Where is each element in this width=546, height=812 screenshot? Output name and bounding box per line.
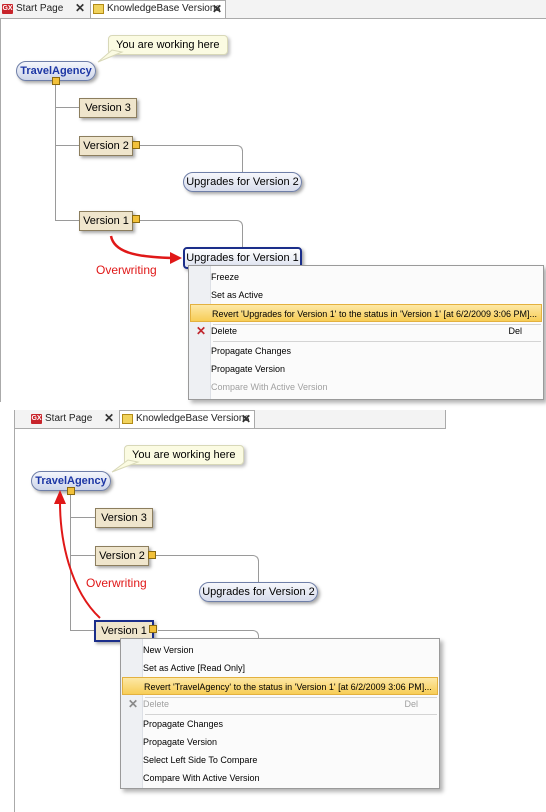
tab-start-page[interactable]: GX Start Page	[31, 413, 93, 424]
close-tab-icon[interactable]: ✕	[74, 1, 86, 15]
menu-item-delete[interactable]: ✕ Delete Del	[128, 697, 418, 711]
collapse-toggle-icon[interactable]	[149, 625, 157, 633]
tree-connector	[70, 517, 95, 556]
working-here-callout: You are working here	[108, 35, 228, 55]
collapse-toggle-icon[interactable]	[52, 77, 60, 85]
gx-logo-icon: GX	[31, 414, 42, 424]
menu-item-freeze[interactable]: Freeze	[211, 272, 240, 282]
document-tab-bar: GX Start Page ✕ KnowledgeBase Versions ✕	[14, 410, 446, 429]
callout-pointer	[97, 49, 124, 63]
menu-item-set-as-active[interactable]: Set as Active	[211, 290, 264, 300]
tree-connector	[55, 79, 80, 108]
menu-icon-gutter	[121, 639, 143, 788]
kb-versions-panel-1: GX Start Page ✕ KnowledgeBase Versions ✕…	[0, 0, 546, 402]
tree-connector	[70, 555, 95, 631]
kb-versions-icon	[93, 4, 104, 14]
menu-item-revert[interactable]: Revert 'Upgrades for Version 1' to the s…	[190, 304, 542, 322]
context-menu: New Version Set as Active [Read Only] Re…	[120, 638, 440, 789]
menu-separator	[145, 714, 437, 715]
collapse-toggle-icon[interactable]	[132, 141, 140, 149]
node-version-2[interactable]: Version 2	[79, 136, 133, 156]
kb-versions-panel-2: GX Start Page ✕ KnowledgeBase Versions ✕…	[0, 410, 546, 812]
menu-item-propagate-changes[interactable]: Propagate Changes	[211, 346, 292, 356]
overwriting-label: Overwriting	[86, 576, 147, 590]
menu-item-compare-active[interactable]: Compare With Active Version	[211, 382, 328, 392]
tree-connector	[158, 630, 259, 639]
menu-item-propagate-changes[interactable]: Propagate Changes	[143, 719, 224, 729]
close-tab-icon[interactable]: ✕	[240, 412, 252, 426]
tree-connector	[70, 489, 95, 518]
tree-connector	[140, 145, 243, 182]
menu-item-propagate-version[interactable]: Propagate Version	[211, 364, 286, 374]
document-tab-bar: GX Start Page ✕ KnowledgeBase Versions ✕	[0, 0, 546, 19]
panel-border	[0, 18, 1, 402]
menu-separator	[145, 697, 437, 698]
close-tab-icon[interactable]: ✕	[103, 411, 115, 425]
collapse-toggle-icon[interactable]	[132, 215, 140, 223]
tab-knowledgebase-versions[interactable]: KnowledgeBase Versions ✕	[90, 0, 226, 18]
tree-connector	[55, 107, 80, 146]
menu-item-revert[interactable]: Revert 'TravelAgency' to the status in '…	[122, 677, 438, 695]
working-here-callout: You are working here	[124, 445, 244, 465]
tree-connector	[140, 220, 243, 248]
menu-separator	[213, 341, 541, 342]
tree-connector	[156, 555, 259, 592]
red-x-icon: ✕	[196, 324, 207, 338]
node-upgrades-version-2[interactable]: Upgrades for Version 2	[183, 172, 302, 192]
tree-connector	[55, 145, 80, 221]
kb-versions-icon	[122, 414, 133, 424]
callout-pointer	[111, 459, 140, 473]
collapse-toggle-icon[interactable]	[148, 551, 156, 559]
menu-separator	[213, 324, 541, 325]
tab-knowledgebase-versions[interactable]: KnowledgeBase Versions ✕	[119, 410, 255, 428]
node-upgrades-version-2[interactable]: Upgrades for Version 2	[199, 582, 318, 602]
menu-item-compare-active[interactable]: Compare With Active Version	[143, 773, 260, 783]
gx-logo-icon: GX	[2, 4, 13, 14]
overwriting-label: Overwriting	[96, 263, 157, 277]
menu-icon-gutter	[189, 266, 211, 399]
tab-start-page[interactable]: GX Start Page	[2, 3, 64, 14]
overwriting-arrow	[54, 490, 101, 619]
menu-item-new-version[interactable]: New Version	[143, 645, 194, 655]
menu-item-select-left-compare[interactable]: Select Left Side To Compare	[143, 755, 258, 765]
overwriting-arrow	[109, 235, 182, 264]
context-menu: Freeze Set as Active Revert 'Upgrades fo…	[188, 265, 544, 400]
node-version-3[interactable]: Version 3	[95, 508, 153, 528]
menu-item-delete[interactable]: ✕ Delete Del	[196, 324, 522, 338]
close-tab-icon[interactable]: ✕	[211, 2, 223, 16]
panel-border	[14, 428, 15, 812]
gray-x-icon: ✕	[128, 697, 139, 711]
menu-item-propagate-version[interactable]: Propagate Version	[143, 737, 218, 747]
menu-item-set-as-active-readonly[interactable]: Set as Active [Read Only]	[143, 663, 246, 673]
collapse-toggle-icon[interactable]	[67, 487, 75, 495]
node-version-3[interactable]: Version 3	[79, 98, 137, 118]
node-version-1[interactable]: Version 1	[79, 211, 133, 231]
